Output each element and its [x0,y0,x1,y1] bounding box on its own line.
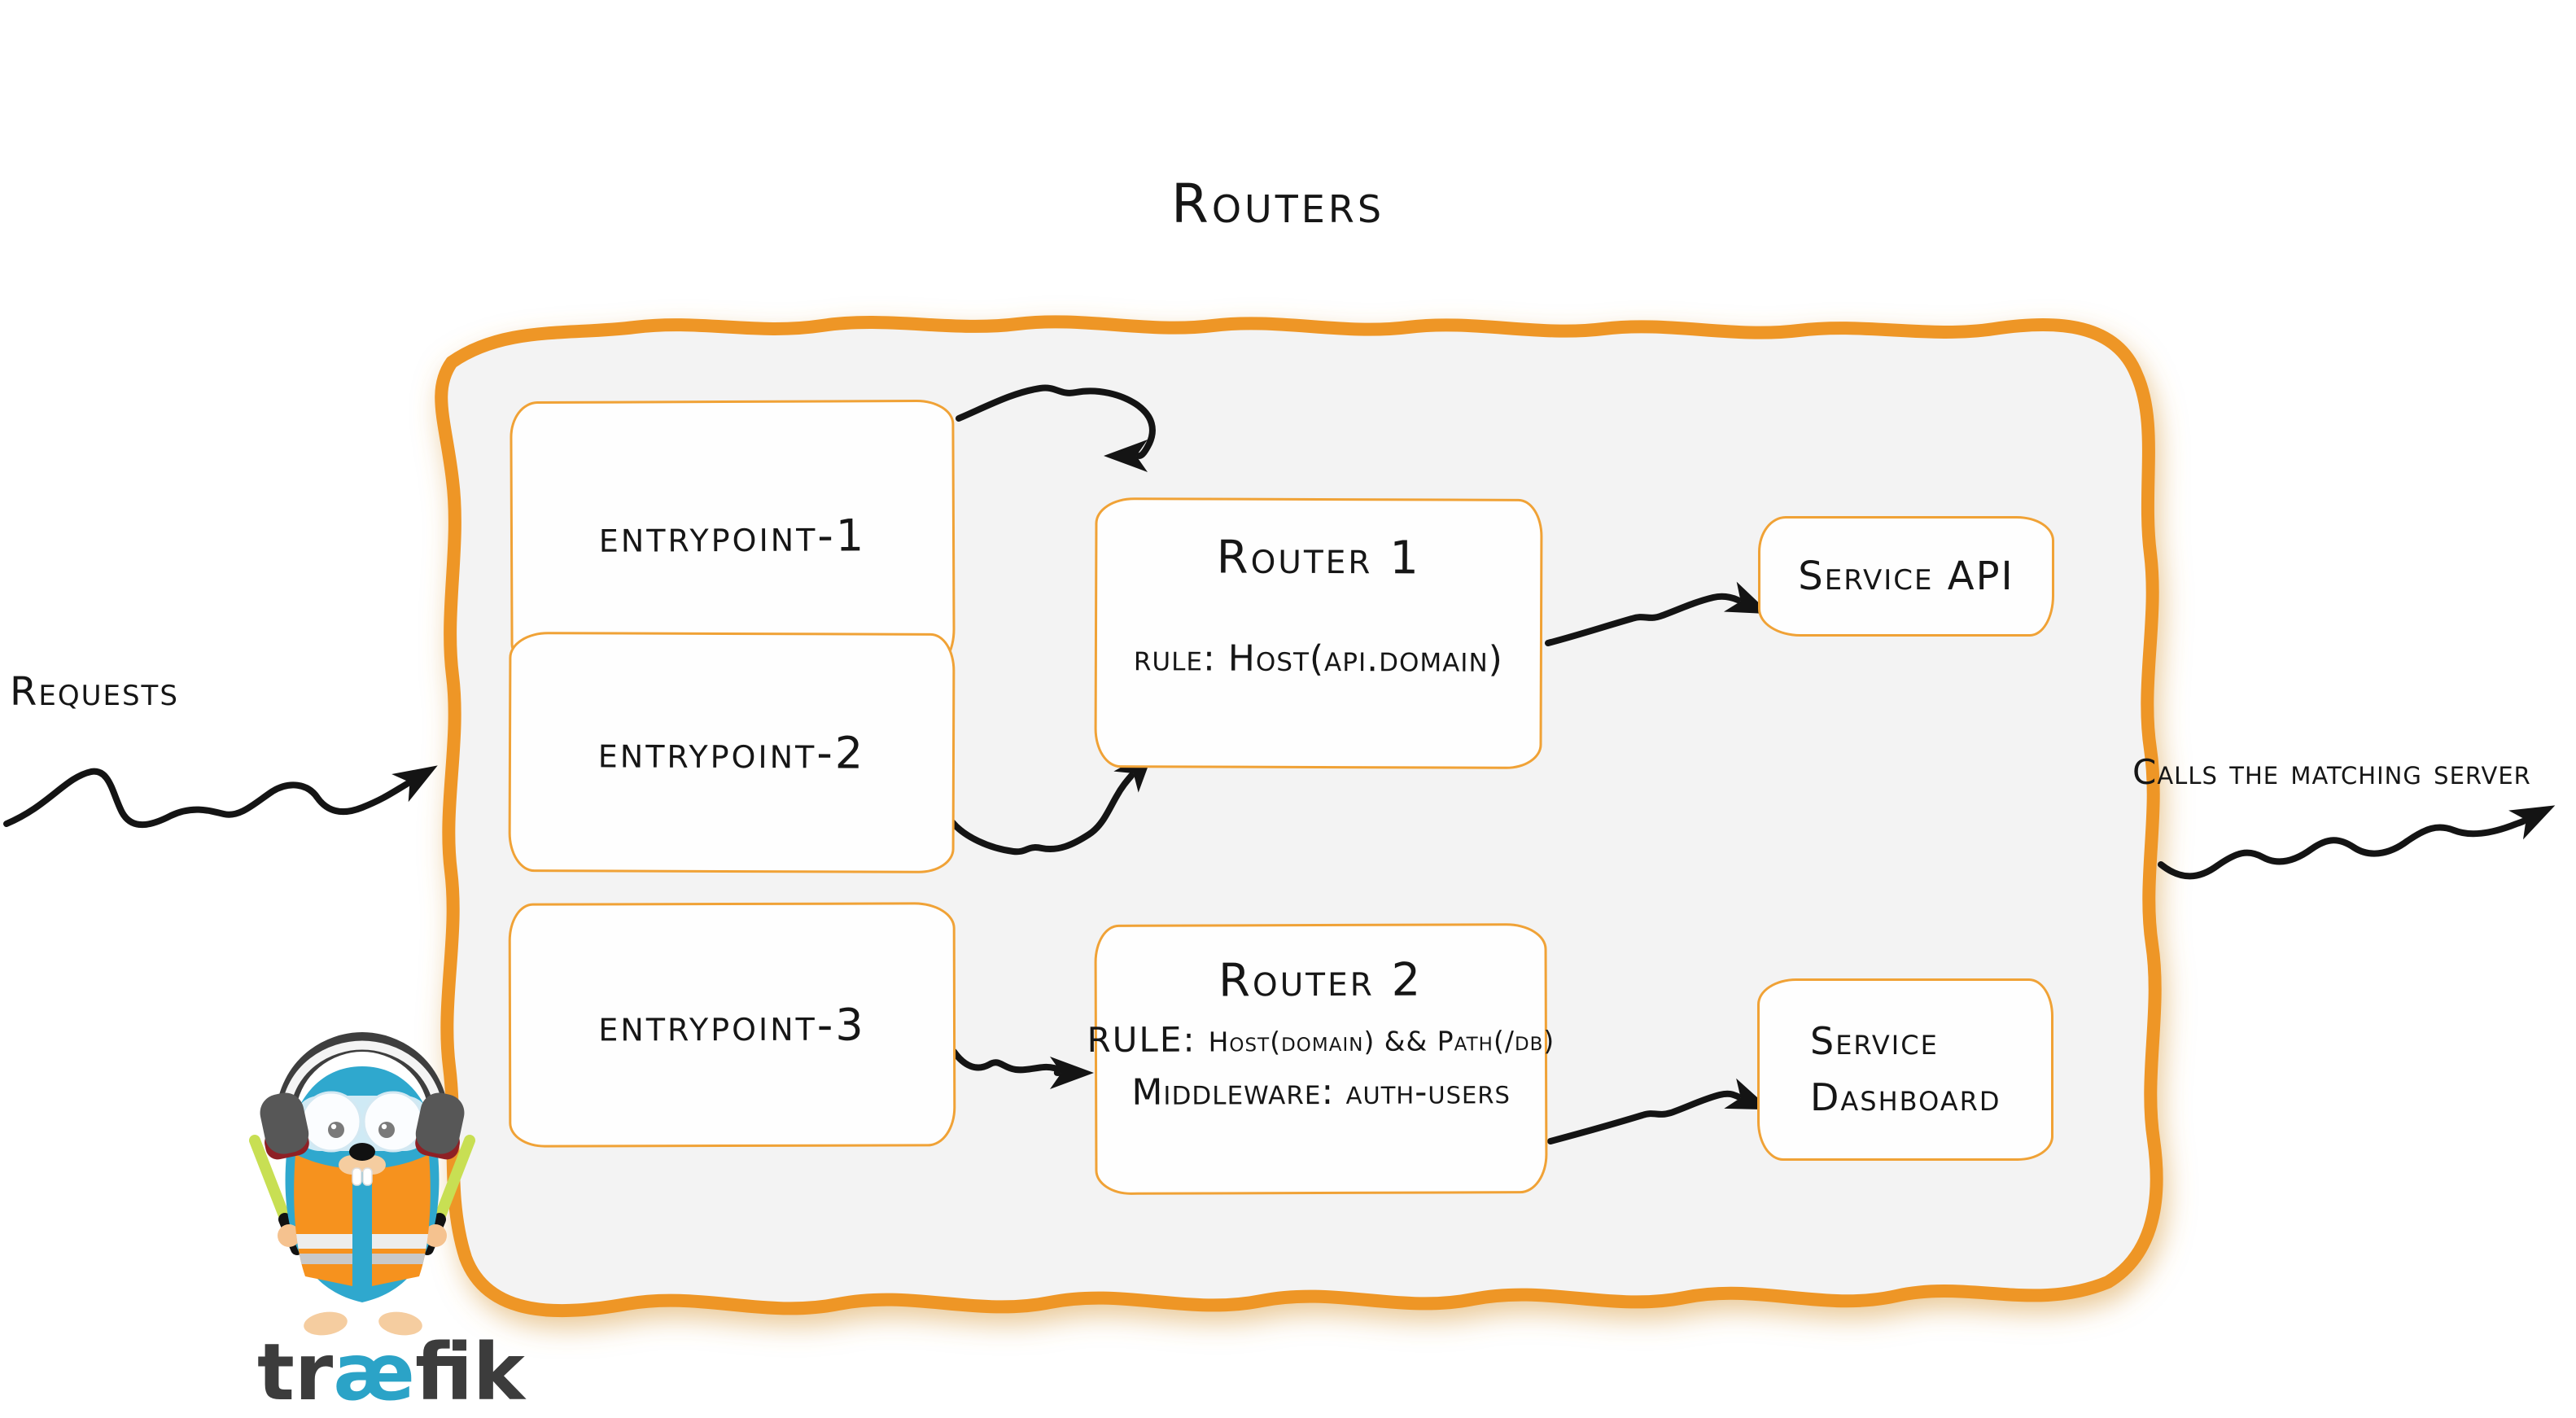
goggle-lens-left [300,1091,362,1153]
router-1-rule-value: Host(api.domain) [1227,637,1503,681]
router-2-rule-value: Host(domain) && Path(/db) [1208,1024,1555,1058]
router-1-box: Router 1 rule: Host(api.domain) [1094,497,1543,769]
router-2-rule-label: RULE: [1087,1019,1196,1061]
traefik-wordmark: træfik [257,1327,525,1418]
gopher-tooth-right [362,1167,373,1186]
entrypoint-3-box: entrypoint-3 [508,902,956,1148]
requests-label: Requests [10,669,179,715]
gopher-foot-right [378,1311,422,1336]
entrypoint-1-box: entrypoint-1 [510,399,956,672]
gopher-hand-left [278,1224,300,1247]
router-1-title: Router 1 [1216,531,1422,585]
calls-server-label: Calls the matching server [2132,752,2531,792]
service-api-box: Service API [1758,516,2054,637]
entrypoint-2-box: entrypoint-2 [508,632,956,873]
arrow-entrypoint2-router1 [949,748,1155,856]
arrow-router1-serviceapi [1545,581,1771,646]
gopher-pupil-right [378,1122,395,1138]
arrow-entrypoint1-router1 [956,384,1156,472]
router-2-title: Router 2 [1218,953,1424,1008]
wordmark-fik: fik [414,1327,525,1418]
gopher-tooth-left [352,1167,362,1186]
arrow-router2-servicedashboard [1547,1078,1771,1144]
gopher-pupil-left [328,1122,344,1138]
ear-cup-right [415,1092,465,1160]
router-1-rule: rule: Host(api.domain) [1134,637,1503,681]
pupil-highlight-right [381,1123,387,1130]
service-api-label: Service API [1798,554,2014,599]
gopher-foot-left [304,1311,348,1336]
service-dashboard-label: Service Dashboard [1810,1019,2001,1119]
router-2-middleware: Middleware: auth-users [1131,1070,1511,1114]
wordmark-ae: æ [333,1327,415,1418]
entrypoint-2-label: entrypoint-2 [597,726,866,779]
pupil-highlight-left [330,1123,337,1130]
safety-vest [294,1154,431,1286]
goggle-lens-right [362,1091,424,1153]
entrypoint-1-label: entrypoint-1 [598,509,867,562]
router-1-rule-label: rule: [1133,637,1216,680]
router-2-box: Router 2 RULE: Host(domain) && Path(/db)… [1087,923,1555,1195]
router-2-middleware-label: Middleware: [1131,1070,1335,1114]
arrow-entrypoint3-router2 [951,1048,1094,1089]
gopher-nose [349,1143,375,1161]
service-dashboard-box: Service Dashboard [1757,978,2053,1161]
arrow-requests [3,765,438,829]
wordmark-tr: tr [257,1327,334,1418]
headphone-band-highlight [280,1040,444,1120]
gopher-hand-right [424,1224,447,1247]
ear-cup-left [260,1092,309,1160]
arrow-calls-server [2158,805,2556,880]
page-title: Routers [1170,173,1385,235]
entrypoint-3-label: entrypoint-3 [598,999,866,1051]
traefik-gopher-mascot [249,1032,475,1336]
router-2-rule: RULE: Host(domain) && Path(/db) [1087,1018,1555,1061]
router-2-middleware-value: auth-users [1345,1071,1511,1112]
